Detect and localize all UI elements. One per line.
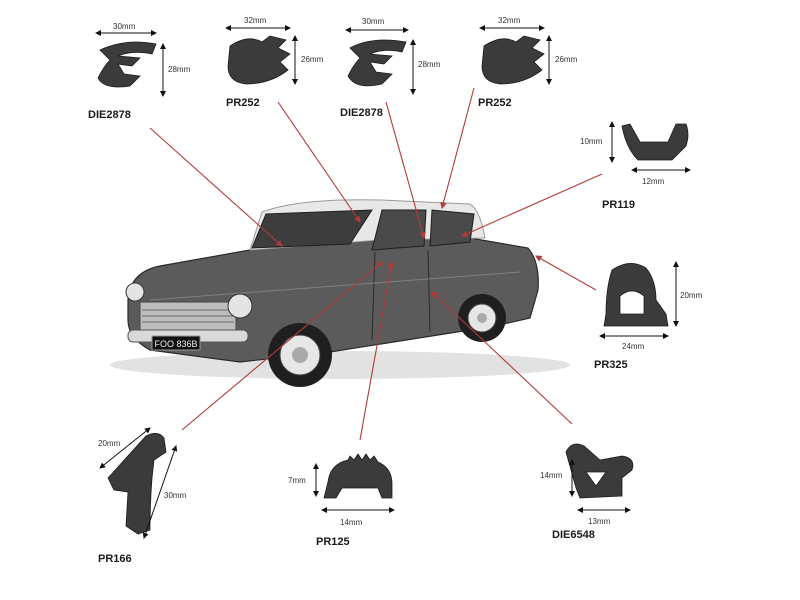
profile-die2878-a: 30mm 28mm DIE2878 (88, 22, 191, 121)
profile-code: PR325 (594, 359, 628, 371)
profile-code: PR252 (226, 97, 260, 109)
dim-width: 30mm (113, 22, 136, 31)
dim-width: 32mm (498, 16, 521, 25)
dim-width: 30mm (362, 17, 385, 26)
profile-code: PR125 (316, 536, 350, 548)
rear-door-window (429, 209, 475, 247)
windscreen (251, 209, 373, 249)
plate-text: FOO 836B (154, 339, 197, 349)
profile-pr252-a: 32mm 26mm PR252 (225, 16, 324, 109)
front-door-window (371, 209, 427, 251)
dim-height: 26mm (301, 55, 324, 64)
profile-die2878-b: 30mm 28mm DIE2878 (340, 17, 441, 119)
dim-width: 32mm (244, 16, 267, 25)
leader-lines (149, 87, 603, 441)
front-wheel (268, 323, 332, 387)
headlight (227, 293, 253, 319)
dim-width: 24mm (622, 342, 645, 351)
profile-code: PR252 (478, 97, 512, 109)
dim-height: 26mm (555, 55, 578, 64)
profile-pr119: 10mm 12mm PR119 (580, 121, 691, 211)
dim-height: 30mm (164, 491, 187, 500)
profile-code: PR119 (602, 199, 635, 211)
dim-width: 14mm (340, 518, 363, 527)
dim-height: 28mm (418, 60, 441, 69)
profile-pr325: 20mm 24mm PR325 (594, 261, 703, 371)
headlight (125, 282, 145, 302)
profile-pr252-b: 32mm 26mm PR252 (478, 16, 578, 109)
profile-die6548: 14mm 13mm DIE6548 (540, 443, 634, 541)
dim-height: 14mm (540, 471, 563, 480)
dim-height: 7mm (288, 476, 306, 485)
dim-height: 10mm (580, 137, 603, 146)
profile-code: DIE2878 (340, 107, 383, 119)
profile-code: DIE2878 (88, 109, 131, 121)
profile-code: DIE6548 (552, 529, 595, 541)
profile-pr125: 7mm 14mm PR125 (288, 453, 395, 548)
dim-width: 12mm (642, 177, 665, 186)
rear-wheel (458, 294, 506, 342)
number-plate (151, 335, 201, 351)
dim-height: 20mm (680, 291, 703, 300)
dim-width: 20mm (98, 439, 121, 448)
car-illustration: FOO 836B (110, 199, 570, 387)
profile-code: PR166 (98, 553, 132, 565)
dim-width: 13mm (588, 517, 611, 526)
profile-pr166: 20mm 30mm PR166 (98, 427, 187, 565)
dim-height: 28mm (168, 65, 191, 74)
